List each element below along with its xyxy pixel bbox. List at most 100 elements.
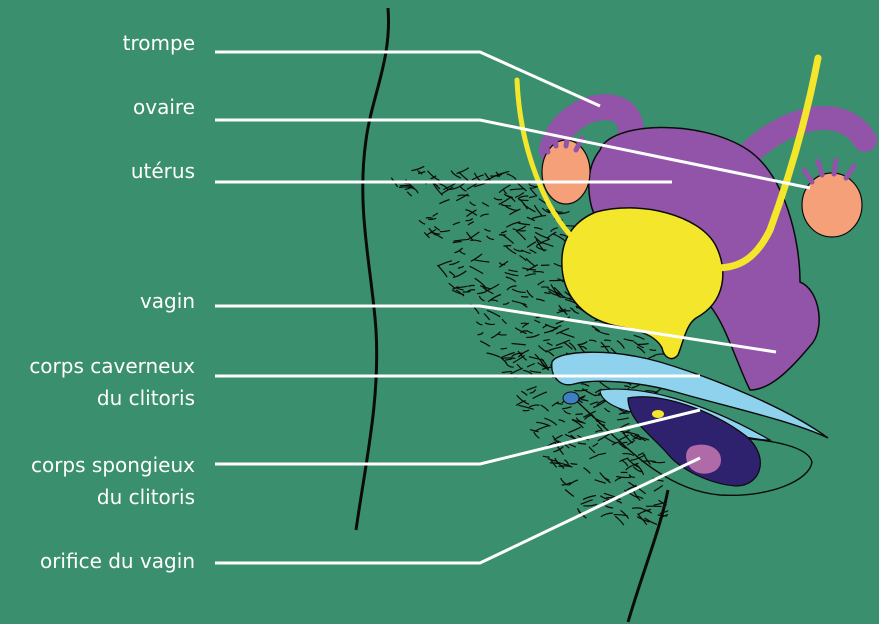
hair-stroke <box>564 410 571 414</box>
hair-stroke <box>512 301 527 305</box>
hair-stroke <box>440 230 450 231</box>
hair-stroke <box>560 332 575 337</box>
label-ovaire: ovaire <box>133 92 195 122</box>
hair-stroke <box>534 205 542 215</box>
clitoris-glans <box>563 392 579 404</box>
hair-stroke <box>459 172 469 181</box>
hair-stroke <box>546 351 554 357</box>
hair-stroke <box>532 216 546 219</box>
hair-stroke <box>454 239 470 241</box>
hair-stroke <box>457 286 468 287</box>
hair-stroke <box>478 332 484 334</box>
hair-stroke <box>538 346 547 353</box>
hair-stroke <box>617 418 629 420</box>
hair-stroke <box>494 198 502 200</box>
hair-stroke <box>475 278 487 289</box>
hair-stroke <box>433 213 438 216</box>
hair-stroke <box>525 274 536 276</box>
hair-stroke <box>518 226 526 230</box>
hair-stroke <box>534 432 540 439</box>
hair-stroke <box>597 425 602 430</box>
hair-stroke <box>584 468 591 474</box>
hair-stroke <box>505 272 519 275</box>
hair-stroke <box>549 347 563 351</box>
label-orifice-du-vagin: orifice du vagin <box>40 546 195 576</box>
hair-stroke <box>583 504 597 506</box>
hair-stroke <box>620 413 629 414</box>
hair-stroke <box>526 258 535 266</box>
hair-stroke <box>581 400 588 401</box>
label-corps-caverneux-line1: corps caverneux <box>29 351 195 381</box>
hair-stroke <box>522 268 536 270</box>
hair-stroke <box>593 443 598 446</box>
hair-stroke <box>439 200 449 204</box>
hair-stroke <box>634 335 645 339</box>
hair-stroke <box>511 368 523 374</box>
hair-stroke <box>501 348 507 349</box>
hair-stroke <box>559 420 565 422</box>
hair-stroke <box>508 270 517 272</box>
hair-stroke <box>533 272 544 273</box>
hair-stroke <box>624 386 630 388</box>
hair-stroke <box>604 340 611 341</box>
hair-stroke <box>502 372 512 373</box>
hair-stroke <box>605 408 610 412</box>
hair-stroke <box>605 437 615 442</box>
hair-stroke <box>521 250 530 254</box>
hair-stroke <box>501 204 511 206</box>
hair-stroke <box>424 232 429 238</box>
hair-stroke <box>453 242 462 243</box>
hair-stroke <box>498 334 507 335</box>
hair-stroke <box>459 250 465 254</box>
hair-stroke <box>541 405 549 411</box>
hair-stroke <box>476 322 482 325</box>
hair-stroke <box>526 334 539 337</box>
hair-stroke <box>601 513 613 517</box>
hair-stroke <box>521 391 527 395</box>
leader-line-trompe <box>215 52 600 106</box>
hair-stroke <box>541 287 549 288</box>
hair-stroke <box>616 477 631 478</box>
hair-stroke <box>638 453 644 456</box>
hair-stroke <box>560 234 567 236</box>
hair-stroke <box>457 168 469 174</box>
hair-stroke <box>506 363 514 367</box>
hair-stroke <box>468 222 474 225</box>
hair-stroke <box>589 455 597 459</box>
hair-stroke <box>543 340 549 341</box>
hair-stroke <box>534 320 540 323</box>
hair-stroke <box>470 202 476 206</box>
bladder <box>562 208 723 359</box>
hair-stroke <box>544 293 550 294</box>
hair-stroke <box>530 371 541 373</box>
hair-stroke <box>516 401 526 406</box>
hair-stroke <box>535 426 549 431</box>
hair-stroke <box>616 501 621 504</box>
hair-stroke <box>595 329 609 334</box>
hair-stroke <box>583 496 596 500</box>
label-uterus: utérus <box>131 156 195 186</box>
hair-stroke <box>568 444 576 448</box>
hair-stroke <box>474 260 489 262</box>
hair-stroke <box>543 456 550 457</box>
hair-stroke <box>458 266 464 268</box>
hair-stroke <box>449 261 459 264</box>
hair-stroke <box>491 300 498 302</box>
hair-stroke <box>426 218 433 219</box>
hair-stroke <box>470 240 481 242</box>
hair-stroke <box>535 232 549 238</box>
hair-stroke <box>622 460 628 466</box>
hair-stroke <box>501 231 507 233</box>
hair-stroke <box>529 196 536 198</box>
hair-stroke <box>507 286 517 290</box>
hair-stroke <box>578 443 586 444</box>
hair-stroke <box>527 364 535 367</box>
hair-stroke <box>503 235 513 243</box>
hair-stroke <box>568 427 581 433</box>
hair-stroke <box>518 196 528 199</box>
hair-stroke <box>482 203 489 207</box>
hair-stroke <box>577 342 587 345</box>
hair-stroke <box>521 297 528 298</box>
hair-stroke <box>518 223 530 225</box>
